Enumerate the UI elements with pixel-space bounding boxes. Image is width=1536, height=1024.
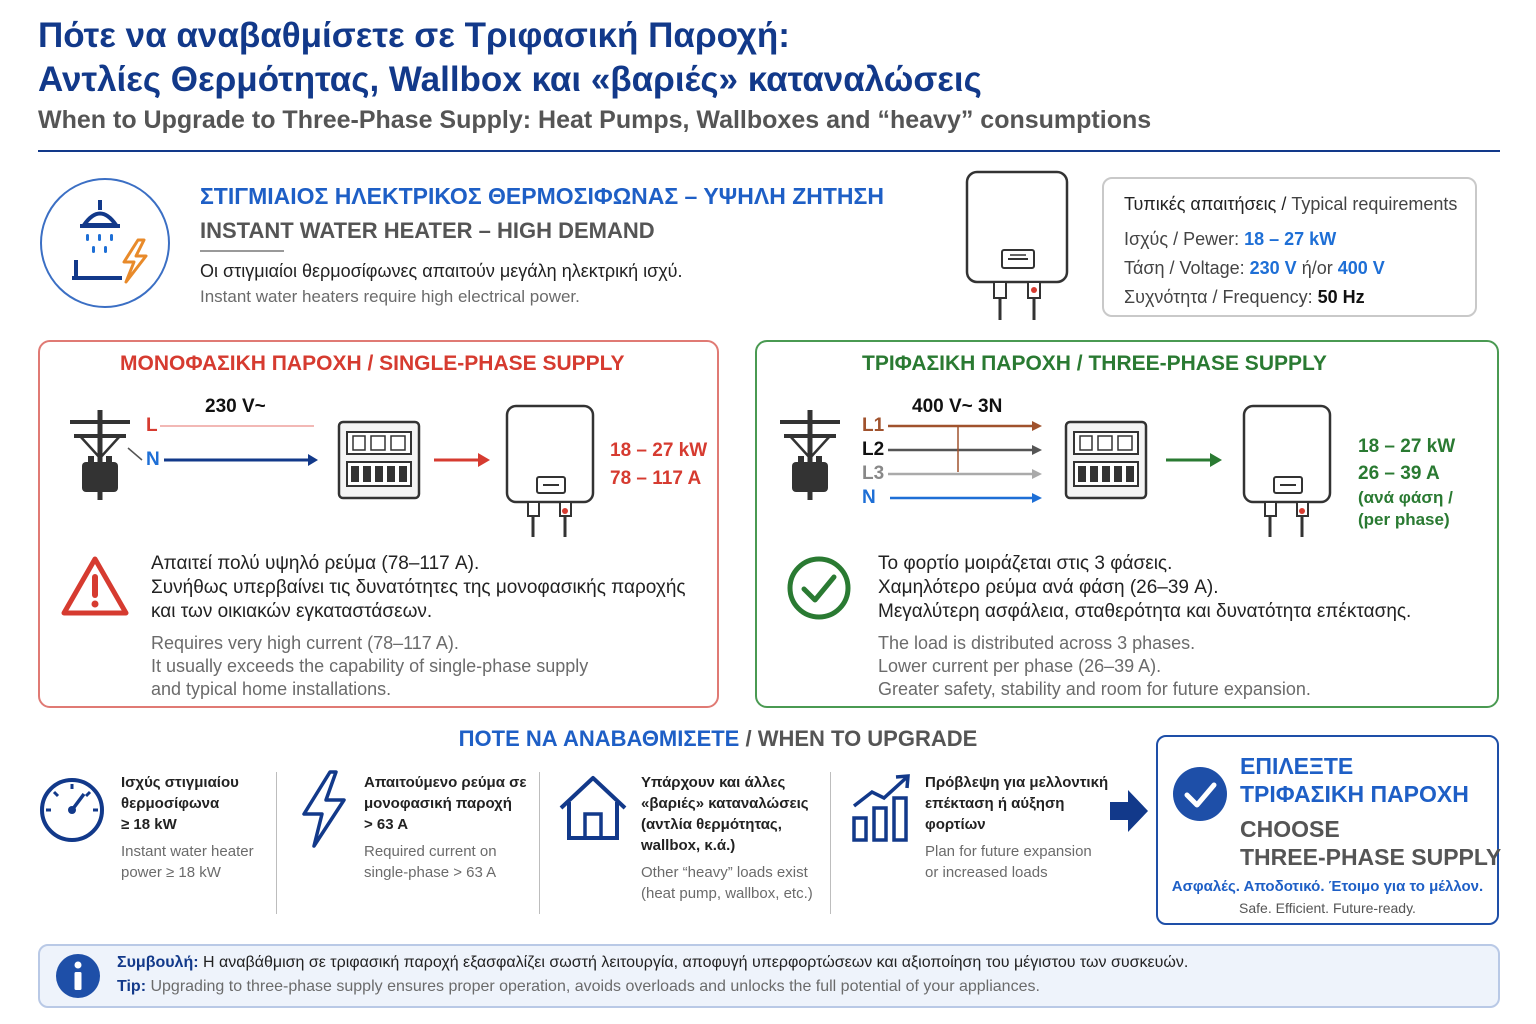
growth-chart-icon <box>852 774 910 842</box>
tip-text-greek: Συμβουλή: Η αναβάθμιση σε τριφασική παρο… <box>117 954 1189 971</box>
requirement-frequency: Συχνότητα / Frequency: 50 Hz <box>1124 287 1365 307</box>
three-phase-title: ΤΡΙΦΑΣΙΚΗ ΠΑΡΟΧΗ / THREE-PHASE SUPPLY <box>862 352 1327 375</box>
intro-description-english: Instant water heaters require high elect… <box>200 287 580 306</box>
utility-pole-icon <box>780 410 840 500</box>
intro-divider <box>200 250 284 252</box>
single-phase-power: 18 – 27 kW <box>610 440 708 461</box>
three-phase-per-phase-english: (per phase) <box>1358 510 1450 529</box>
single-phase-title: ΜΟΝΟΦΑΣΙΚΗ ΠΑΡΟΧΗ / SINGLE-PHASE SUPPLY <box>120 352 625 375</box>
choose-heading-english: CHOOSE THREE-PHASE SUPPLY <box>1240 816 1502 870</box>
shower-lightning-icon <box>40 178 170 308</box>
page-title-line-1: Πότε να αναβαθμίσετε σε Τριφασική Παροχή… <box>38 16 790 55</box>
three-phase-wires <box>888 421 1042 503</box>
upgrade-item-2: Απαιτούμενο ρεύμα σε μονοφασική παροχή >… <box>364 774 527 881</box>
single-phase-voltage: 230 V~ <box>205 396 266 417</box>
arrow-right-icon <box>434 453 490 467</box>
choose-heading-greek: ΕΠΙΛΕΞΤΕ ΤΡΙΦΑΣΙΚΗ ΠΑΡΟΧΗ <box>1240 753 1469 807</box>
water-heater-icon <box>1242 404 1332 537</box>
three-phase-power: 18 – 27 kW <box>1358 436 1456 457</box>
upgrade-item-3: Υπάρχουν και άλλες «βαριές» καταναλώσεις… <box>641 774 813 902</box>
three-phase-voltage: 400 V~ 3N <box>912 396 1003 417</box>
arrow-right-icon <box>1110 790 1148 832</box>
choose-three-phase-box <box>1156 735 1499 925</box>
upgrade-item-1: Ισχύς στιγμιαίου θερμοσίφωνα ≥ 18 kW Ins… <box>121 774 254 881</box>
wire-label-l3: L3 <box>862 463 885 484</box>
tip-box <box>38 944 1500 1008</box>
single-phase-wires <box>127 425 318 466</box>
arrow-right-icon <box>1166 453 1222 467</box>
intro-title-english: INSTANT WATER HEATER – HIGH DEMAND <box>200 218 655 243</box>
wire-label-n: N <box>862 487 876 508</box>
choose-tagline-english: Safe. Efficient. Future-ready. <box>1239 900 1416 916</box>
three-phase-text-english: The load is distributed across 3 phases.… <box>878 633 1311 699</box>
upgrade-divider <box>830 772 831 914</box>
intro-description-greek: Οι στιγμιαίοι θερμοσίφωνες απαιτούν μεγά… <box>200 261 683 281</box>
wire-label-l1: L1 <box>862 415 885 436</box>
gauge-icon <box>40 778 104 842</box>
single-phase-panel <box>38 340 719 708</box>
water-heater-icon <box>505 404 595 537</box>
requirement-voltage: Τάση / Voltage: 230 V ή/or 400 V <box>1124 258 1385 278</box>
upgrade-item-4: Πρόβλεψη για μελλοντική επέκταση ή αύξησ… <box>925 774 1109 881</box>
requirements-heading: Τυπικές απαιτήσεις / Typical requirement… <box>1124 194 1458 214</box>
distribution-board-icon <box>337 420 421 500</box>
page-title-line-2: Αντλίες Θερμότητας, Wallbox και «βαριές»… <box>38 60 982 99</box>
three-phase-per-phase-greek: (ανά φάση / <box>1358 488 1453 507</box>
choose-tagline-greek: Ασφαλές. Αποδοτικό. Έτοιμο για το μέλλον… <box>1171 878 1484 895</box>
three-phase-panel <box>755 340 1499 708</box>
three-phase-current: 26 – 39 A <box>1358 463 1440 484</box>
wire-label-n: N <box>146 449 160 470</box>
single-phase-text-greek: Απαιτεί πολύ υψηλό ρεύμα (78–117 A). Συν… <box>151 553 686 622</box>
single-phase-text-english: Requires very high current (78–117 A). I… <box>151 633 589 699</box>
page-subtitle: When to Upgrade to Three-Phase Supply: H… <box>38 106 1152 134</box>
lightning-icon <box>302 770 346 848</box>
upgrade-divider <box>539 772 540 914</box>
distribution-board-icon <box>1064 420 1148 500</box>
warning-icon <box>61 556 129 616</box>
header-divider <box>38 150 1500 152</box>
single-phase-current: 78 – 117 A <box>610 468 702 489</box>
check-circle-icon <box>1173 767 1227 821</box>
water-heater-icon <box>965 170 1069 320</box>
check-circle-icon <box>787 556 851 620</box>
three-phase-text-greek: Το φορτίο μοιράζεται στις 3 φάσεις. Χαμη… <box>878 553 1412 622</box>
tip-text-english: Tip: Upgrading to three-phase supply ens… <box>117 978 1040 995</box>
upgrade-divider <box>276 772 277 914</box>
utility-pole-icon <box>70 410 130 500</box>
wire-label-l2: L2 <box>862 439 885 460</box>
house-icon <box>559 776 627 840</box>
wire-label-l: L <box>146 415 158 436</box>
requirements-box <box>1102 177 1477 317</box>
info-icon <box>56 954 100 998</box>
requirement-power: Ισχύς / Pewer: 18 – 27 kW <box>1124 229 1337 249</box>
upgrade-section-title: ΠΟΤΕ ΝΑ ΑΝΑΒΑΘΜΙΣΕΤΕ / WHEN TO UPGRADE <box>458 726 978 751</box>
intro-title-greek: ΣΤΙΓΜΙΑΙΟΣ ΗΛΕΚΤΡΙΚΟΣ ΘΕΡΜΟΣΙΦΩΝΑΣ – ΥΨΗ… <box>200 183 884 209</box>
